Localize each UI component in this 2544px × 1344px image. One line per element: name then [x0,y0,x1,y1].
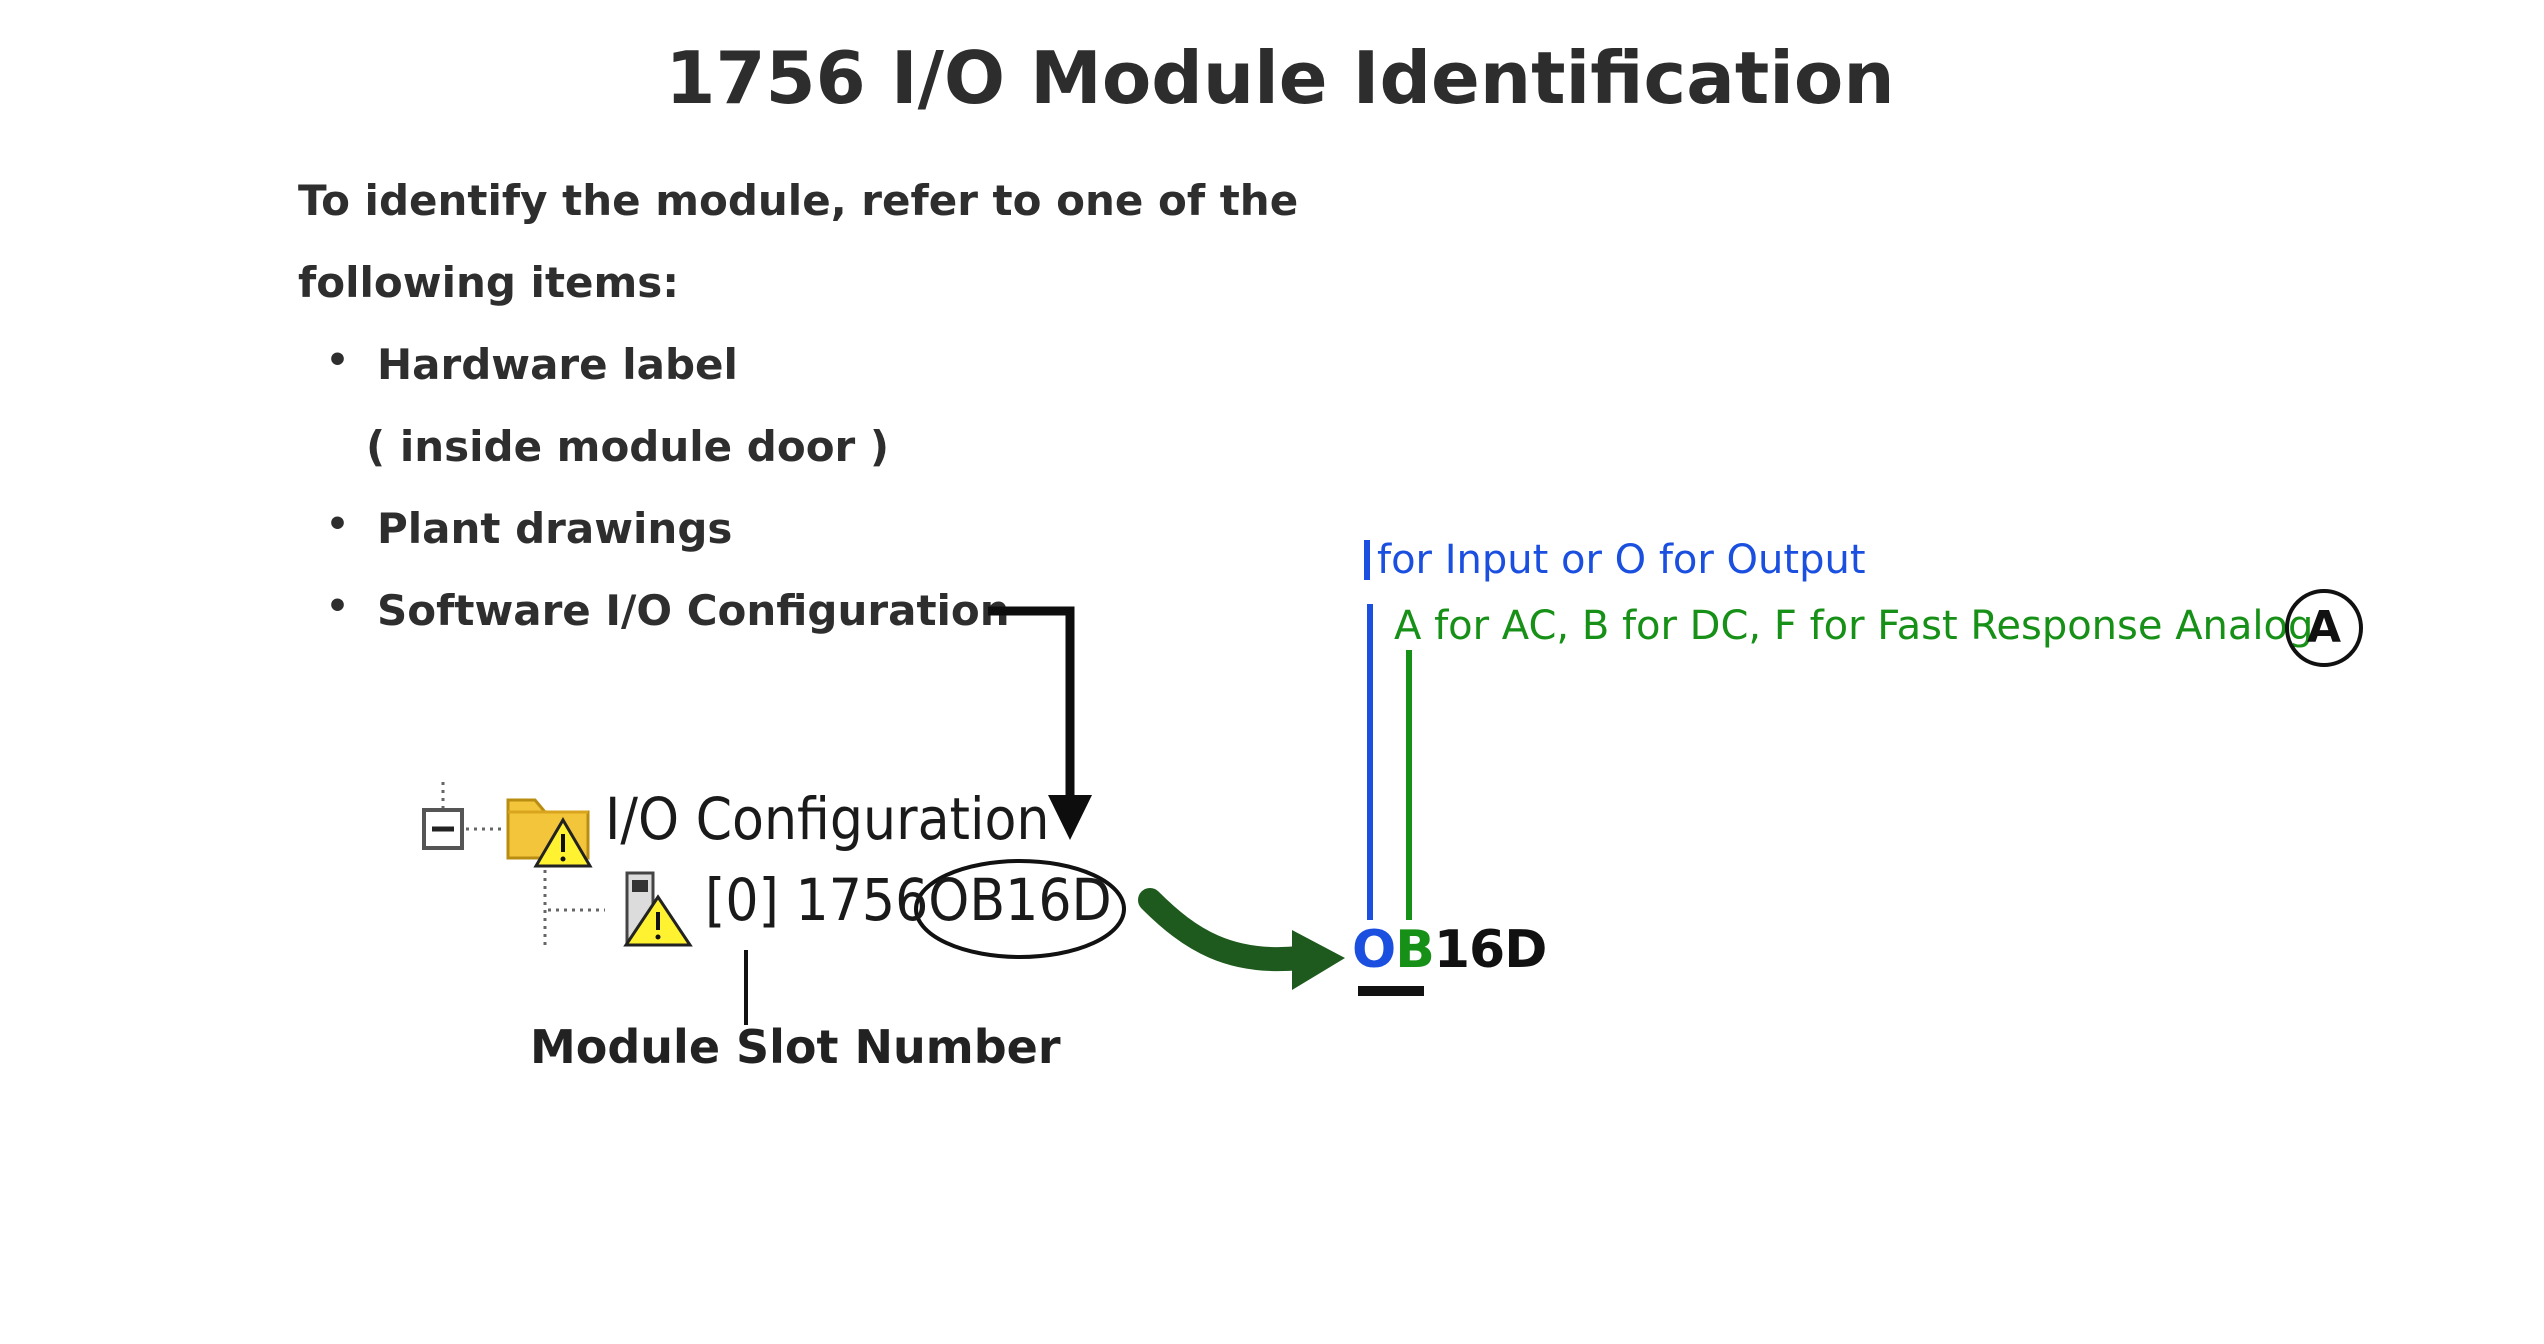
tree-module-item[interactable]: [0] 1756OB16D [705,866,1112,934]
page-title: 1756 I/O Module Identification [665,36,1895,120]
module-warning-icon [623,871,693,947]
curved-arrow-icon [1138,888,1345,990]
bullet-dot: • [326,586,350,627]
bullet-software-config: Software I/O Configuration [377,586,1010,635]
module-prefix: 1756 [795,866,929,934]
bullet-plant-drawings: Plant drawings [377,504,733,553]
tree-io-configuration[interactable]: I/O Configuration [605,785,1050,853]
module-code-breakdown: OB16D [1352,920,1548,980]
folder-warning-icon [506,798,593,868]
intro-line-1: To identify the module, refer to one of … [298,176,1299,225]
io-legend-text: for Input or O for Output [1377,537,1866,583]
code-underline [1358,986,1424,996]
callout-a-badge: A [2285,589,2363,667]
bullet-dot: • [326,504,350,545]
intro-line-2: following items: [298,258,680,307]
bullet-hardware-label: Hardware label [377,340,738,389]
bullet-dot: • [326,340,350,381]
module-slot: [0] [705,866,779,934]
code-io-letter: O [1352,920,1396,980]
module-code: OB16D [928,866,1112,934]
callout-arrow-icon [988,606,1092,840]
module-slot-number-label: Module Slot Number [530,1020,1061,1074]
code-type-letter: B [1395,920,1435,980]
tree-collapse-icon[interactable] [422,808,464,850]
bullet-hardware-sub: ( inside module door ) [366,422,890,471]
module-code-highlight [914,859,1126,959]
code-rest: 16D [1433,920,1548,980]
type-legend-text: A for AC, B for DC, F for Fast Response … [1394,603,2314,649]
